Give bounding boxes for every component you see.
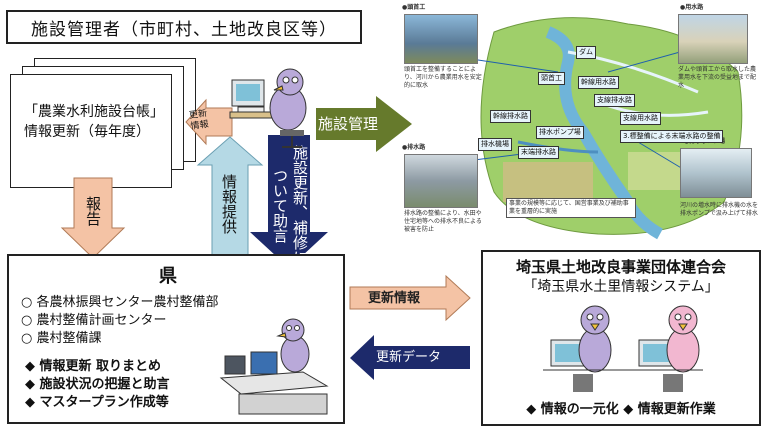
report-label: 報告	[84, 196, 102, 226]
prefecture-org-list: ○ 各農林振興センター農村整備部 ○ 農村整備計画センター ○ 農村整備課	[21, 294, 218, 348]
map-label-headwork: 頭首工	[538, 72, 565, 85]
ledger-sheet-front	[10, 74, 172, 188]
two-birds-illustration	[543, 305, 703, 392]
info-provision-arrow-shape	[196, 136, 264, 259]
map-label-branch-canal: 支線用水路	[620, 112, 661, 125]
facility-management-label: 施設管理	[318, 115, 379, 133]
facility-management-arrow-shape	[316, 96, 412, 152]
bird-head-pink	[668, 305, 698, 335]
ledger-subtitle: 情報更新（毎年度）	[24, 124, 150, 140]
prefecture-task-item: ◆ 情報更新 取りまとめ	[25, 359, 162, 374]
drain-photo	[404, 154, 478, 208]
desk-icon	[238, 393, 328, 415]
bird-head	[580, 305, 610, 335]
map-label-drain-station: 排水機場	[478, 138, 512, 151]
update-info-tag: 更新 情報	[189, 109, 210, 133]
bird-head	[281, 318, 305, 342]
page-title: 施設管理者（市町村、土地改良区等）	[6, 10, 362, 44]
update-info-arrow-shape	[185, 98, 233, 146]
keyboard-icon	[237, 106, 265, 113]
bird-body	[280, 335, 310, 373]
map-label-branch-drain: 支線排水路	[594, 94, 635, 107]
map-note: 事業の規模等に応じて、国営事業及び補助事業を重層的に実施	[506, 198, 636, 218]
bird-body-pink	[666, 327, 700, 373]
pump-caption: 河川の増水時に排水機の水を排水ポンプで汲み上げて排水	[680, 202, 759, 217]
advice-arrow-shape	[250, 135, 328, 268]
map-label-dam: ダム	[576, 46, 596, 59]
ledger-title: 「農業水利施設台帳」	[24, 104, 164, 120]
ledger-text: 「農業水利施設台帳」 情報更新（毎年度）	[24, 102, 164, 142]
advice-label: 施設更新、補修について助言	[271, 145, 309, 265]
update-data-left-arrow-shape	[350, 335, 470, 380]
association-tasks: ◆ 情報の一元化 ◆ 情報更新作業	[526, 402, 716, 417]
bird-head	[276, 68, 304, 96]
prefecture-box: 県 ○ 各農林振興センター農村整備部 ○ 農村整備計画センター ○ 農村整備課 …	[7, 254, 345, 424]
association-system: 「埼玉県水土里情報システム」	[523, 279, 719, 295]
map-label-pump-station: 排水ポンプ場	[536, 126, 584, 139]
ledger-document-stack: 「農業水利施設台帳」 情報更新（毎年度）	[10, 58, 200, 188]
update-info-right-arrow-shape	[349, 274, 471, 322]
map-label-main-drain: 幹線排水路	[490, 110, 531, 123]
bird-body	[578, 327, 612, 373]
prefecture-task-list: ◆ 情報更新 取りまとめ ◆ 施設状況の把握と助言 ◆ マスタープラン作成等	[25, 358, 170, 412]
drain-caption: 排水路の整備により、水田や住宅地等への排水不良による被害を防止	[404, 210, 482, 233]
info-provision-label: 情報提供	[220, 174, 238, 234]
association-name: 埼玉県土地改良事業団体連合会	[515, 258, 726, 276]
canal-title: ●用水路	[680, 4, 704, 11]
map-label-end-channel: 3.標整備による末端水路の整備	[620, 130, 724, 143]
headwork-photo	[404, 14, 478, 64]
association-box: 埼玉県土地改良事業団体連合会 「埼玉県水土里情報システム」 ◆ 情報の一元化 ◆…	[481, 250, 761, 426]
headwork-title: ●頭首工	[402, 4, 426, 11]
prefecture-name: 県	[159, 266, 177, 287]
canal-photo	[678, 14, 748, 64]
irrigation-map-area: ●頭首工 頭首工を整備することにより、河川から農業用水を安定的に取水 ●用水路 …	[398, 2, 764, 246]
prefecture-org-item: ○ 農村整備課	[21, 331, 102, 346]
drain-title: ●排水路	[402, 144, 426, 151]
bird-desk-illustration	[219, 318, 329, 415]
pump-photo	[680, 148, 752, 198]
prefecture-task-item: ◆ 施設状況の把握と助言	[25, 377, 170, 392]
prefecture-org-item: ○ 各農林振興センター農村整備部	[21, 295, 219, 310]
prefecture-task-item: ◆ マスタープラン作成等	[25, 395, 169, 410]
map-label-main-canal: 幹線用水路	[578, 76, 619, 89]
bird-operator-illustration	[229, 68, 307, 148]
report-arrow-shape	[60, 177, 126, 259]
headwork-caption: 頭首工を整備することにより、河川から農業用水を安定的に取水	[404, 66, 482, 89]
update-info-right-label: 更新情報	[368, 291, 421, 306]
map-label-end-drain: 末端排水路	[518, 146, 559, 159]
update-data-left-label: 更新データ	[376, 350, 442, 365]
canal-caption: ダムや頭首工から取水した農業用水を下流の受益地まで配水	[678, 66, 757, 89]
prefecture-org-item: ○ 農村整備計画センター	[21, 313, 167, 328]
printer-icon	[224, 355, 246, 375]
laptop-icon	[250, 351, 278, 375]
